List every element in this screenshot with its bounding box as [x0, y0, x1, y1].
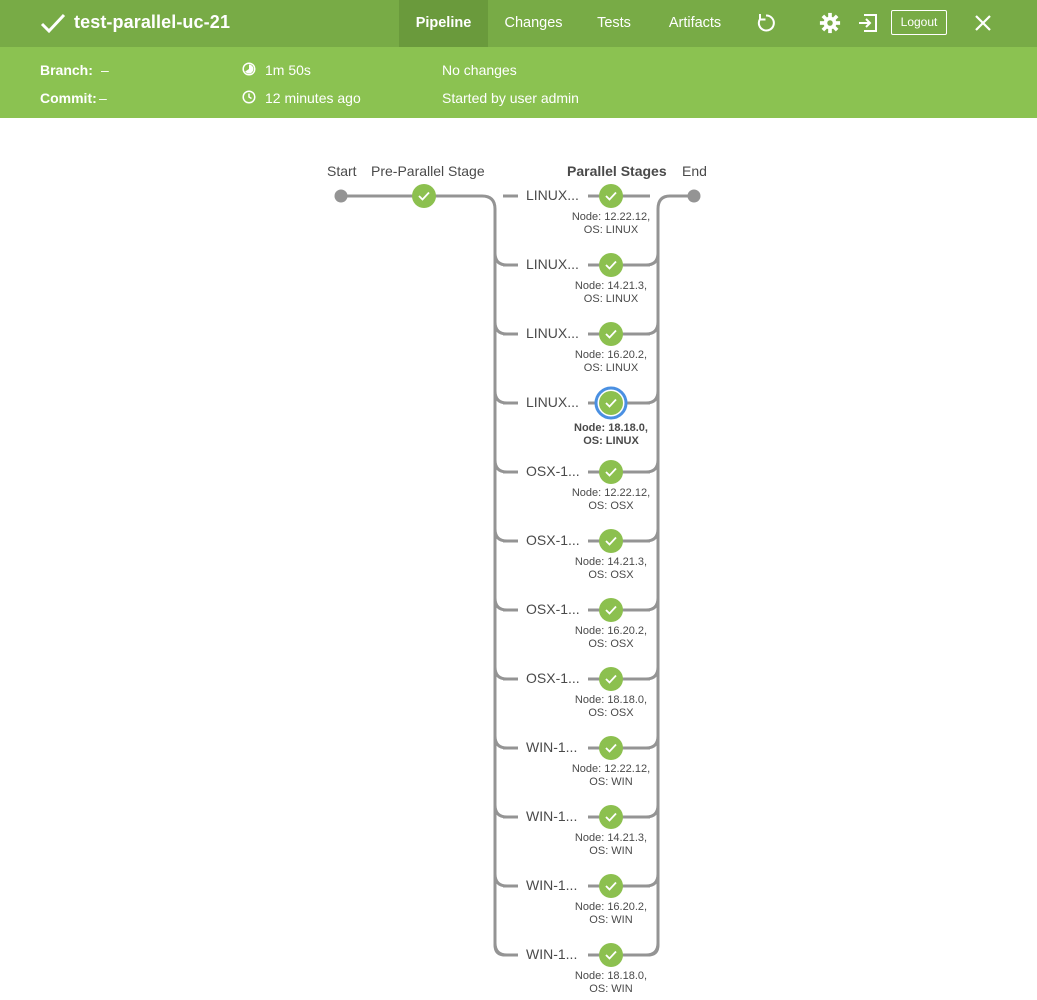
parallel-stage-name[interactable]: LINUX...	[526, 256, 579, 272]
success-check-icon	[40, 13, 66, 34]
parallel-stage-caption: Node: 14.21.3,OS: OSX	[556, 556, 666, 582]
changes-value: No changes	[442, 62, 517, 78]
parallel-stages-label: Parallel Stages	[567, 163, 667, 179]
gear-icon[interactable]	[819, 12, 841, 34]
node-version-text: Node: 12.22.12,	[571, 487, 651, 499]
parallel-stage-caption: Node: 16.20.2,OS: LINUX	[556, 349, 666, 375]
commit-value: –	[99, 90, 107, 106]
parallel-stage-node[interactable]	[599, 253, 623, 277]
top-bar: test-parallel-uc-2 1 Pipeline Changes Te…	[0, 0, 1037, 47]
os-text: OS: WIN	[589, 845, 633, 857]
time-ago-value: 12 minutes ago	[265, 90, 361, 106]
parallel-stage-caption: Node: 18.18.0,OS: WIN	[556, 970, 666, 996]
tab-artifacts[interactable]: Artifacts	[668, 15, 722, 31]
start-label: Start	[327, 163, 357, 179]
node-version-text: Node: 16.20.2,	[574, 349, 648, 361]
parallel-stage-caption: Node: 18.18.0,OS: OSX	[556, 694, 666, 720]
branch-value: –	[101, 62, 109, 78]
os-text: OS: WIN	[589, 776, 633, 788]
parallel-stage-caption: Node: 18.18.0,OS: LINUX	[556, 422, 666, 448]
clock-icon	[242, 90, 256, 104]
parallel-stage-node[interactable]	[594, 386, 628, 420]
parallel-stage-node[interactable]	[599, 529, 623, 553]
parallel-stage-name[interactable]: OSX-1...	[526, 670, 580, 686]
parallel-stage-node[interactable]	[599, 322, 623, 346]
parallel-stage-node[interactable]	[599, 805, 623, 829]
pipeline-graph: Start Pre-Parallel Stage Parallel Stages…	[0, 118, 1037, 1000]
branch-label: Branch:	[40, 62, 93, 78]
parallel-stage-node[interactable]	[599, 874, 623, 898]
started-by-value: Started by user admin	[442, 90, 579, 106]
os-text: OS: LINUX	[583, 362, 639, 374]
rerun-icon[interactable]	[755, 12, 777, 34]
end-node	[687, 189, 701, 203]
parallel-stage-node[interactable]	[599, 598, 623, 622]
parallel-stage-name[interactable]: WIN-1...	[526, 877, 578, 893]
os-text: OS: LINUX	[583, 435, 639, 447]
node-version-text: Node: 18.18.0,	[574, 694, 648, 706]
parallel-stage-name[interactable]: OSX-1...	[526, 463, 580, 479]
parallel-stage-caption: Node: 12.22.12,OS: OSX	[556, 487, 666, 513]
node-version-text: Node: 16.20.2,	[574, 625, 648, 637]
node-version-text: Node: 16.20.2,	[574, 901, 648, 913]
parallel-stage-name[interactable]: LINUX...	[526, 187, 579, 203]
parallel-stage-name[interactable]: WIN-1...	[526, 739, 578, 755]
os-text: OS: OSX	[588, 707, 634, 719]
parallel-stage-caption: Node: 12.22.12,OS: LINUX	[556, 211, 666, 237]
pipeline-connectors	[334, 184, 701, 967]
parallel-stage-name[interactable]: WIN-1...	[526, 946, 578, 962]
pre-stage-label: Pre-Parallel Stage	[371, 163, 485, 179]
tab-pipeline[interactable]: Pipeline	[399, 0, 488, 47]
parallel-stage-node[interactable]	[599, 943, 623, 967]
parallel-stage-node[interactable]	[599, 460, 623, 484]
duration-icon	[242, 62, 256, 76]
end-label: End	[682, 163, 707, 179]
parallel-stage-caption: Node: 16.20.2,OS: WIN	[556, 901, 666, 927]
node-version-text: Node: 12.22.12,	[571, 763, 651, 775]
parallel-stage-node[interactable]	[599, 184, 623, 208]
duration-value: 1m 50s	[265, 62, 311, 78]
node-version-text: Node: 12.22.12,	[571, 211, 651, 223]
commit-label: Commit:	[40, 90, 97, 106]
node-version-text: Node: 18.18.0,	[574, 422, 648, 434]
parallel-stage-node[interactable]	[599, 667, 623, 691]
tab-tests[interactable]: Tests	[597, 15, 631, 31]
parallel-stage-name[interactable]: LINUX...	[526, 325, 579, 341]
parallel-stage-caption: Node: 16.20.2,OS: OSX	[556, 625, 666, 651]
parallel-stage-name[interactable]: WIN-1...	[526, 808, 578, 824]
parallel-stage-caption: Node: 14.21.3,OS: WIN	[556, 832, 666, 858]
node-version-text: Node: 18.18.0,	[574, 970, 648, 982]
pre-stage-node[interactable]	[412, 184, 436, 208]
node-version-text: Node: 14.21.3,	[574, 280, 648, 292]
close-icon[interactable]	[974, 14, 992, 32]
node-version-text: Node: 14.21.3,	[574, 832, 648, 844]
parallel-stage-caption: Node: 12.22.12,OS: WIN	[556, 763, 666, 789]
node-version-text: Node: 14.21.3,	[574, 556, 648, 568]
start-node	[334, 189, 348, 203]
parallel-stage-node[interactable]	[599, 736, 623, 760]
parallel-stage-name[interactable]: LINUX...	[526, 394, 579, 410]
os-text: OS: OSX	[588, 569, 634, 581]
pipeline-title: test-parallel-uc-2	[74, 12, 220, 32]
run-number: 1	[220, 12, 231, 32]
logout-button[interactable]: Logout	[891, 10, 947, 35]
parallel-stage-name[interactable]: OSX-1...	[526, 601, 580, 617]
os-text: OS: LINUX	[583, 224, 639, 236]
run-info-bar: Branch: – Commit: – 1m 50s 12 minutes ag…	[0, 47, 1037, 118]
os-text: OS: OSX	[588, 500, 634, 512]
os-text: OS: OSX	[588, 638, 634, 650]
classic-view-icon[interactable]	[857, 12, 879, 34]
tab-changes[interactable]: Changes	[504, 15, 563, 31]
os-text: OS: WIN	[589, 914, 633, 926]
os-text: OS: WIN	[589, 983, 633, 995]
parallel-stage-name[interactable]: OSX-1...	[526, 532, 580, 548]
parallel-stage-caption: Node: 14.21.3,OS: LINUX	[556, 280, 666, 306]
os-text: OS: LINUX	[583, 293, 639, 305]
